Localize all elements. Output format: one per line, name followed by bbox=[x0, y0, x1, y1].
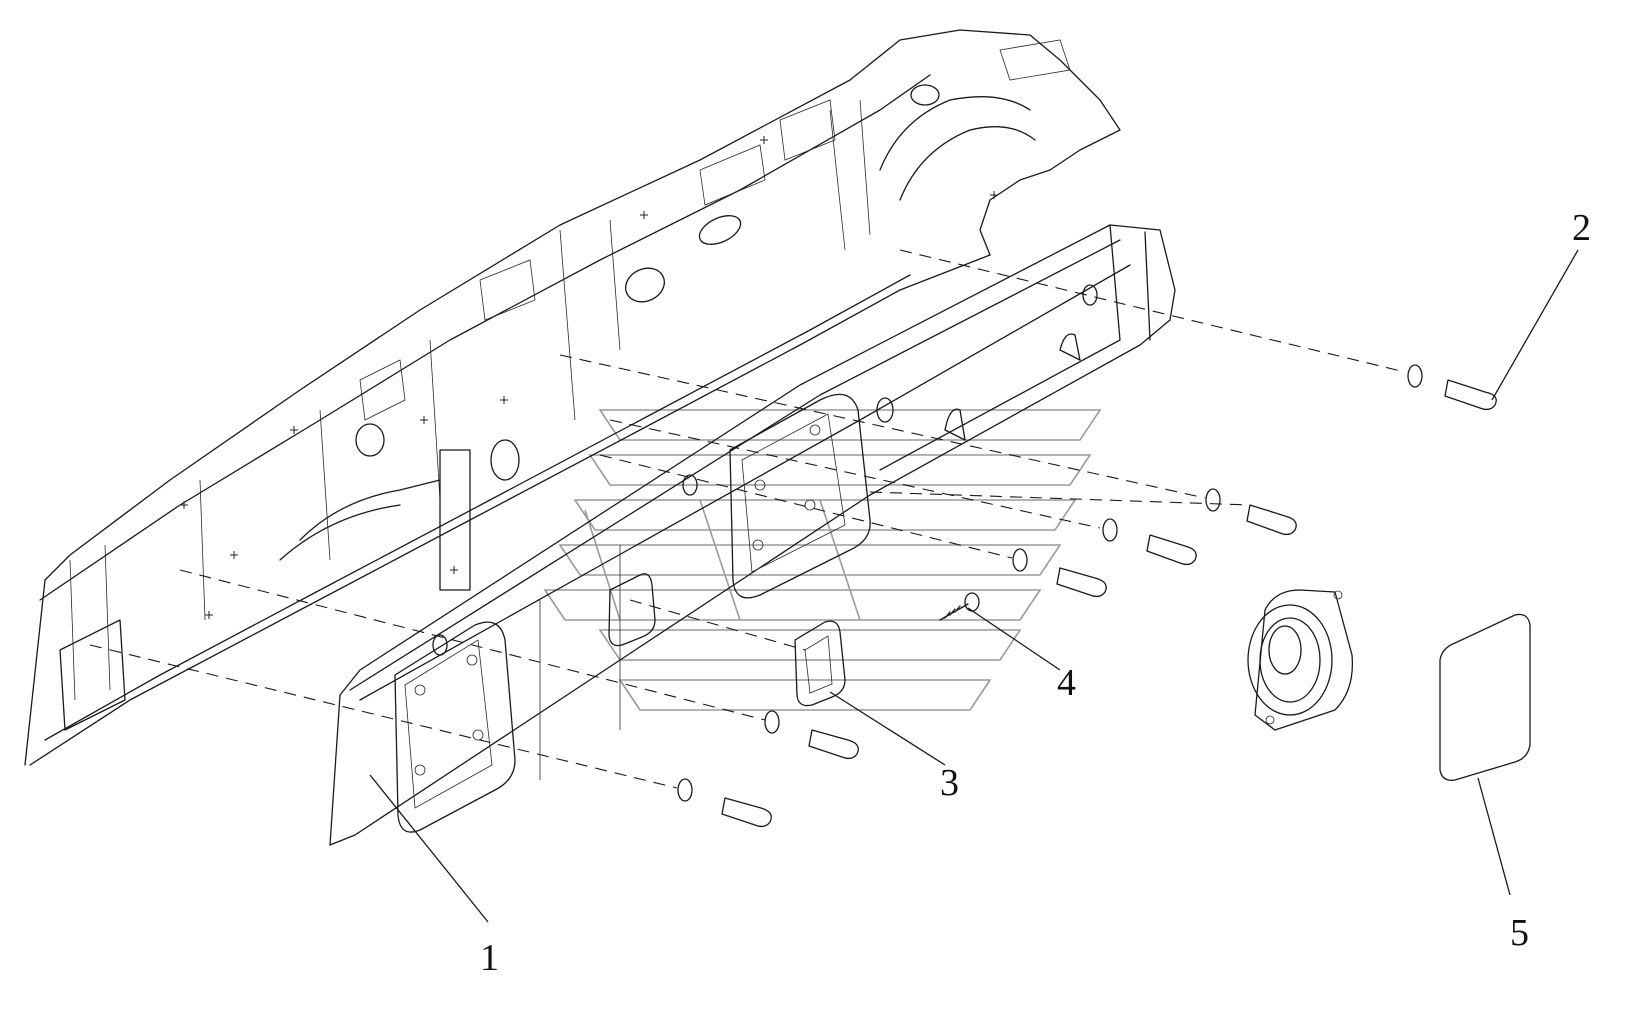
body-panel-assembly bbox=[24, 29, 1121, 766]
callout-labels: 1 2 3 4 5 bbox=[480, 207, 1591, 979]
callout-4: 4 bbox=[1057, 662, 1076, 704]
screw bbox=[939, 592, 980, 621]
cover-plate bbox=[1439, 613, 1531, 781]
trim-panel bbox=[329, 224, 1176, 846]
watermark-logo bbox=[543, 409, 1102, 711]
callout-2: 2 bbox=[1572, 207, 1591, 249]
callout-5: 5 bbox=[1510, 912, 1529, 954]
leader-lines bbox=[369, 249, 1579, 923]
speaker bbox=[1247, 589, 1354, 731]
fastener-set bbox=[677, 364, 1497, 828]
callout-3: 3 bbox=[940, 762, 959, 804]
assembly-lines bbox=[89, 249, 1406, 789]
handle-cover bbox=[794, 620, 846, 707]
callout-1: 1 bbox=[480, 937, 499, 979]
